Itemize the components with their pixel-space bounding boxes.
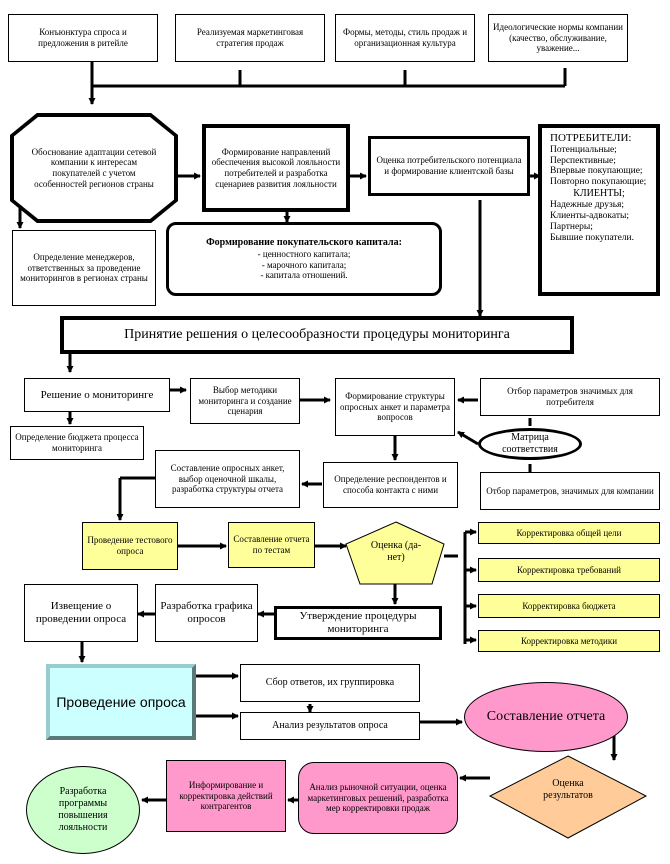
inform-box: Информирование и корректировка действий … [166,760,286,832]
correction-goal: Корректировка общей цели [478,522,660,544]
budget-box: Определение бюджета процесса мониторинга [10,426,144,460]
consumers-box: ПОТРЕБИТЕЛИ: Потенциальные; Перспективны… [538,124,660,296]
adaptation-box: Обоснование адаптации сетевой компании к… [10,113,178,223]
matrix-box: Матрица соответствия [478,428,582,460]
market-analysis-box: Анализ рыночной ситуации, оценка маркети… [298,762,458,834]
notice-box: Извещение о проведении опроса [24,584,138,642]
test-report-box: Составление отчета по тестам [228,522,315,568]
schedule-box: Разработка графика опросов [155,584,258,642]
capital-box: Формирование покупательского капитала: -… [166,222,442,296]
report-box: Составление отчета [464,682,628,752]
analysis-box: Анализ результатов опроса [240,712,420,740]
forms-box: Формы, методы, стиль продаж и организаци… [335,14,475,62]
decision-box: Принятие решения о целесообразности проц… [60,316,574,354]
clients-title: КЛИЕНТЫ; [573,188,625,200]
structure-box: Формирование структуры опросных анкет и … [335,378,455,436]
collection-box: Сбор ответов, их группировка [240,664,420,702]
correction-requirements: Корректировка требований [478,558,660,582]
managers-box: Определение менеджеров, ответственных за… [12,230,156,306]
loyalty-box: Формирование направлений обеспечения выс… [202,124,350,212]
monitoring-decision-box: Решение о мониторинге [24,378,170,412]
market-box: Конъюнктура спроса и предложения в ритей… [8,14,158,62]
correction-method: Корректировка методики [478,630,660,652]
strategy-box: Реализуемая маркетинговая стратегия прод… [175,14,325,62]
potential-box: Оценка потребительского потенциала и фор… [368,136,530,196]
correction-budget: Корректировка бюджета [478,594,660,618]
company-params-box: Отбор параметров, значимых для компании [480,472,660,510]
methods-box: Выбор методики мониторинга и создание сц… [190,378,300,424]
approval-box: Утверждение процедуры мониторинга [274,606,442,640]
consumers-title: ПОТРЕБИТЕЛИ: [550,132,632,144]
conduct-box: Проведение опроса [46,664,196,740]
results-eval-label: Оценка результатов [543,778,593,801]
ideology-box: Идеологические нормы компании (качество,… [488,14,628,62]
questionnaires-box: Составление опросных анкет, выбор оценоч… [155,450,300,508]
program-box: Разработка программы повышения лояльност… [26,766,140,854]
respondents-box: Определение респондентов и способа конта… [323,462,458,508]
evaluation-label: Оценка (да-нет) [370,540,422,563]
test-survey-box: Проведение тестового опроса [82,522,178,570]
consumer-params-box: Отбор параметров значимых для потребител… [480,378,660,416]
